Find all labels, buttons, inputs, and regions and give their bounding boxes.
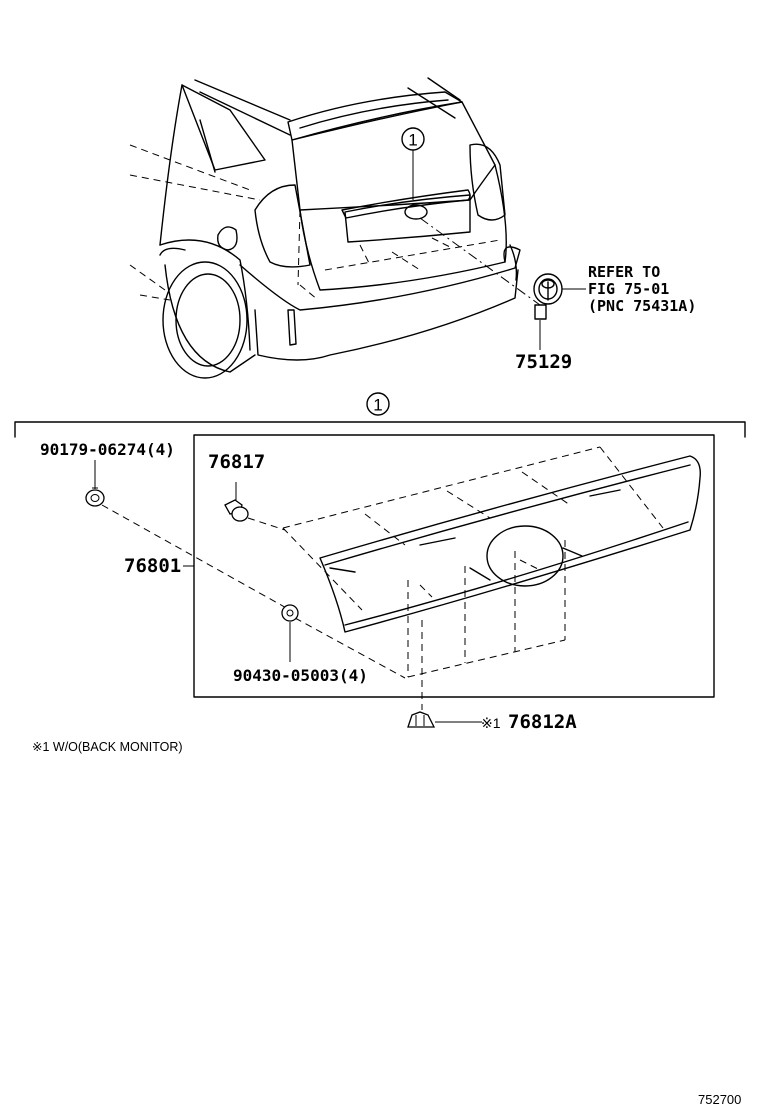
clip-76812a-icon [407, 711, 436, 728]
part-label-75129: 75129 [515, 351, 572, 373]
illustration-code: 752700 [698, 1092, 741, 1107]
washer-90430-icon [281, 604, 299, 622]
nut-90179-icon [85, 487, 105, 507]
svg-text:1: 1 [408, 131, 417, 150]
part-label-76801: 76801 [124, 555, 181, 577]
part-label-76817: 76817 [208, 451, 265, 473]
footnote: ※1 W/O(BACK MONITOR) [32, 740, 183, 754]
clip-76817-icon [224, 482, 249, 522]
refer-line-2: FIG 75-01 [588, 280, 669, 298]
callout-1-top: 1 [401, 127, 425, 151]
refer-line-3: (PNC 75431A) [588, 297, 696, 315]
part-label-90430: 90430-05003(4) [233, 666, 368, 685]
group-bracket [14, 421, 746, 438]
part-mark-76812a: ※1 [481, 715, 501, 731]
garnish-illustration [282, 446, 701, 678]
part-label-76812a: 76812A [508, 711, 577, 733]
assembly-box [193, 434, 715, 698]
clip-75129-icon [534, 304, 547, 320]
vehicle-rear-illustration [129, 77, 586, 379]
part-label-90179: 90179-06274(4) [40, 440, 175, 459]
callout-1-group: 1 [366, 392, 390, 416]
svg-text:1: 1 [373, 396, 382, 415]
refer-line-1: REFER TO [588, 263, 660, 281]
